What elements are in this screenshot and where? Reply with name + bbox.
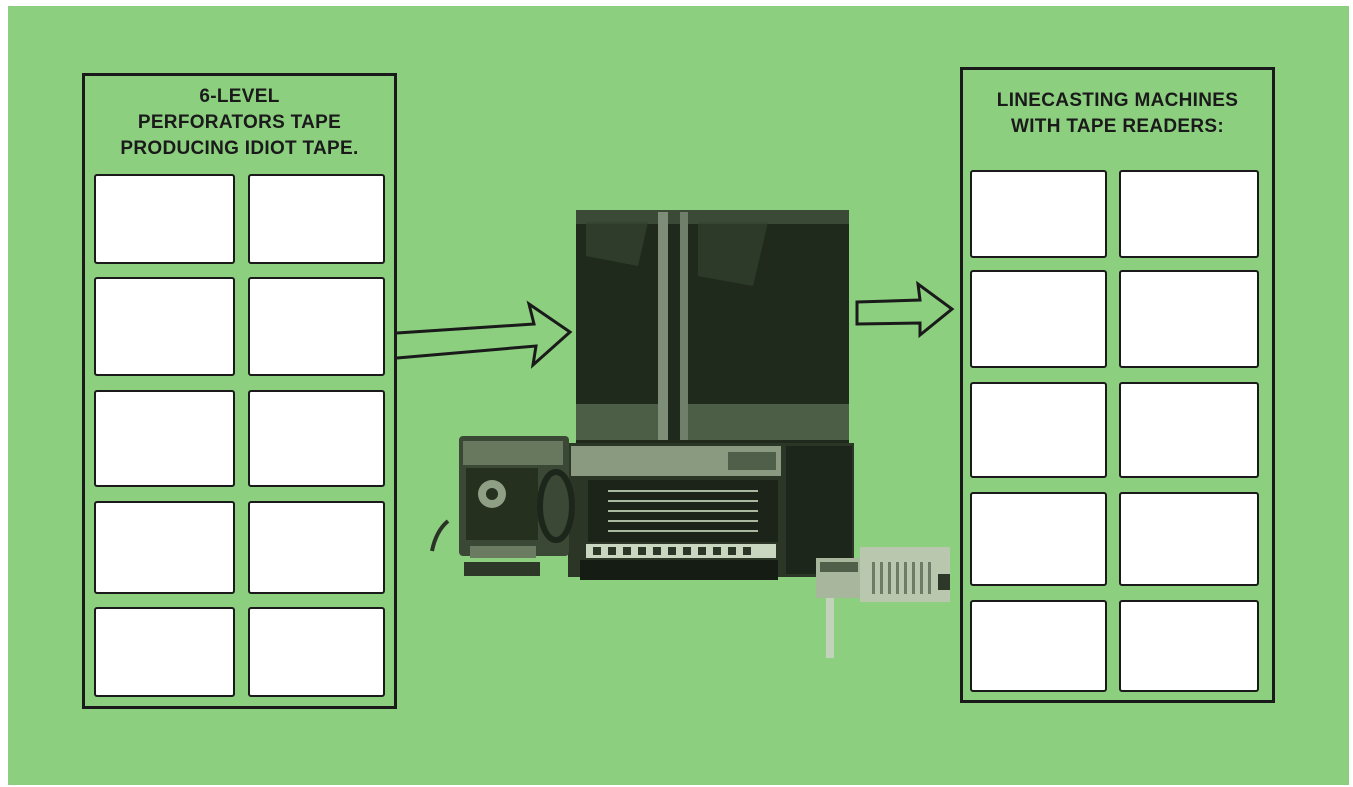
linecasting-panel: LINECASTING MACHINES WITH TAPE READERS: [960, 67, 1275, 703]
linecaster-slot-3 [970, 270, 1107, 368]
perforator-slot-3 [94, 277, 235, 376]
perforator-slot-2 [248, 174, 385, 264]
computer-icon [568, 210, 854, 580]
perforator-slot-5 [94, 390, 235, 487]
diagram-sheet: 6-LEVEL PERFORATORS TAPE PRODUCING IDIOT… [8, 6, 1349, 785]
linecaster-slot-10 [1119, 600, 1259, 692]
left-to-computer-arrow [396, 300, 573, 369]
linecaster-slot-5 [970, 382, 1107, 478]
computer-to-linecaster-arrow [855, 280, 955, 339]
linecaster-slot-9 [970, 600, 1107, 692]
tape-reader-icon [430, 436, 575, 576]
perforator-slot-7 [94, 501, 235, 594]
perforator-slot-8 [248, 501, 385, 594]
linecaster-slot-6 [1119, 382, 1259, 478]
perforators-panel: 6-LEVEL PERFORATORS TAPE PRODUCING IDIOT… [82, 73, 397, 709]
linecaster-slot-2 [1119, 170, 1259, 258]
perforator-slot-6 [248, 390, 385, 487]
linecaster-slot-8 [1119, 492, 1259, 586]
linecaster-slot-1 [970, 170, 1107, 258]
perforator-slot-9 [94, 607, 235, 697]
machinery-illustration [396, 210, 955, 658]
tape-punch-icon [816, 547, 950, 658]
linecasting-panel-title: LINECASTING MACHINES WITH TAPE READERS: [996, 90, 1239, 137]
linecaster-slot-4 [1119, 270, 1259, 368]
linecaster-slot-7 [970, 492, 1107, 586]
perforator-slot-10 [248, 607, 385, 697]
perforators-panel-title: 6-LEVEL PERFORATORS TAPE PRODUCING IDIOT… [120, 86, 359, 159]
perforator-slot-4 [248, 277, 385, 376]
perforator-slot-1 [94, 174, 235, 264]
